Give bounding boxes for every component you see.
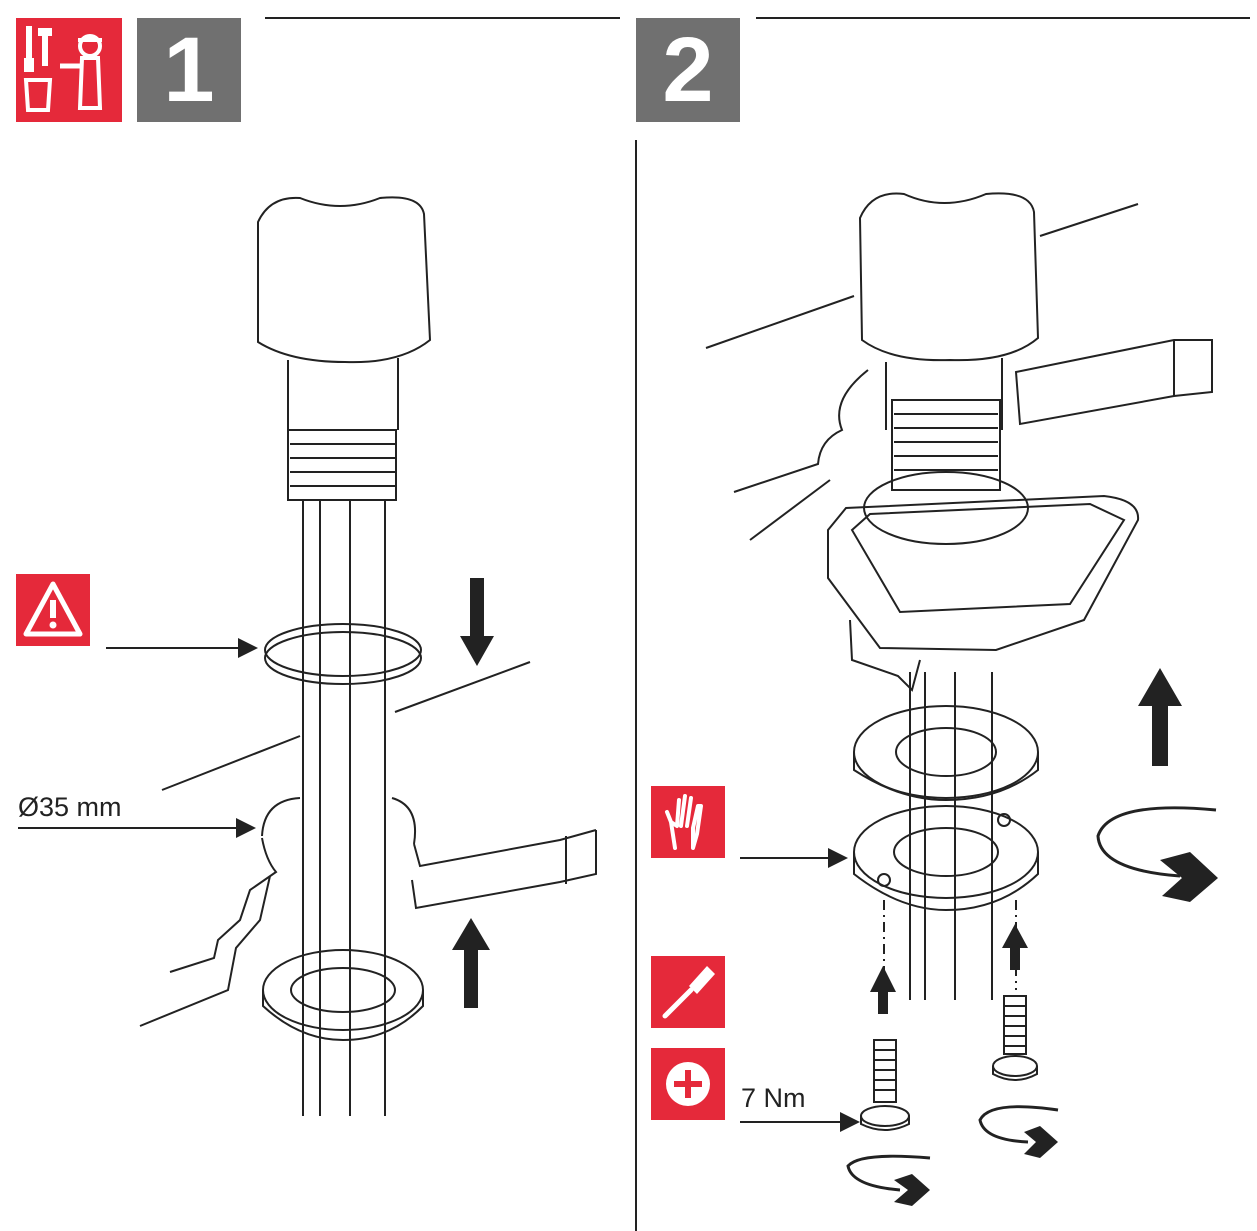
tools-and-worker-icon: [16, 18, 122, 122]
arrow-up-screw-left-icon: [870, 966, 896, 1014]
screwdriver-icon: [651, 956, 725, 1028]
step-2-number: 2: [636, 18, 740, 122]
arrow-down-icon: [460, 578, 494, 666]
step-2-screw-right: [992, 995, 1038, 1081]
step-1-countertop: [139, 661, 597, 1027]
step-1-washer: [262, 949, 424, 1042]
phillips-screw-icon: [651, 1048, 725, 1120]
arrow-up-step2-icon: [1138, 668, 1182, 766]
step-1-handle: [257, 196, 432, 501]
rotation-head-right: [1024, 1126, 1058, 1158]
rotation-head-plate: [1160, 852, 1218, 902]
step-1-o-ring: [264, 623, 422, 685]
step-2-washer: [853, 705, 1039, 802]
rotation-arrow-plate: [1096, 806, 1217, 878]
step-2-screw-left: [860, 1039, 910, 1131]
step-2-handle: [705, 192, 1213, 541]
step-2-plate: [827, 471, 1140, 692]
step-1-number: 1: [137, 18, 241, 122]
arrow-up-screw-right-icon: [1002, 924, 1028, 970]
hand-icon: [651, 786, 725, 858]
rotation-arrow-left-screw: [846, 1154, 931, 1192]
rotation-head-left: [894, 1174, 930, 1206]
rotation-arrow-right-screw: [978, 1105, 1059, 1144]
arrow-up-icon: [452, 918, 490, 1008]
diameter-label: Ø35 mm: [18, 792, 122, 822]
warning-triangle-icon: [16, 574, 90, 646]
step-2-hose-stem: [909, 672, 993, 1000]
step-1-hose-stem: [302, 500, 386, 1116]
torque-label: 7 Nm: [741, 1083, 806, 1113]
